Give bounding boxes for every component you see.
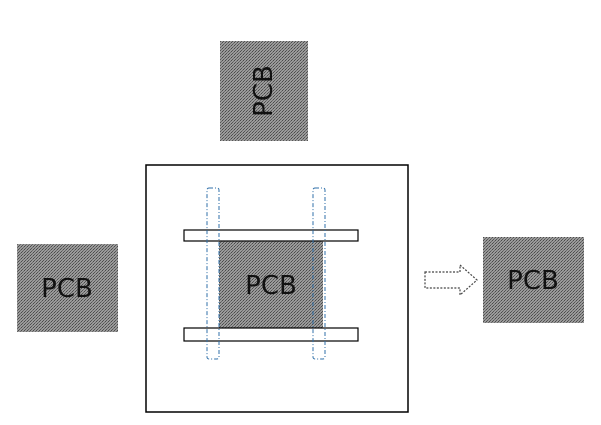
dashed-guide-right	[312, 187, 326, 360]
dashed-guide-left	[206, 187, 220, 360]
pcb-left-label: PCB	[41, 274, 93, 304]
rail-top	[183, 229, 359, 242]
pcb-top-label: PCB	[249, 65, 279, 117]
pcb-board-left: PCB	[17, 244, 118, 332]
dashed-arrow-icon	[424, 263, 478, 297]
pcb-board-right: PCB	[483, 237, 584, 323]
pcb-board-center: PCB	[219, 241, 323, 331]
pcb-board-top: PCB	[220, 41, 308, 141]
pcb-right-label: PCB	[507, 266, 559, 296]
rail-bottom	[183, 327, 359, 342]
machine-frame	[145, 164, 409, 413]
pcb-center-label: PCB	[245, 271, 297, 301]
